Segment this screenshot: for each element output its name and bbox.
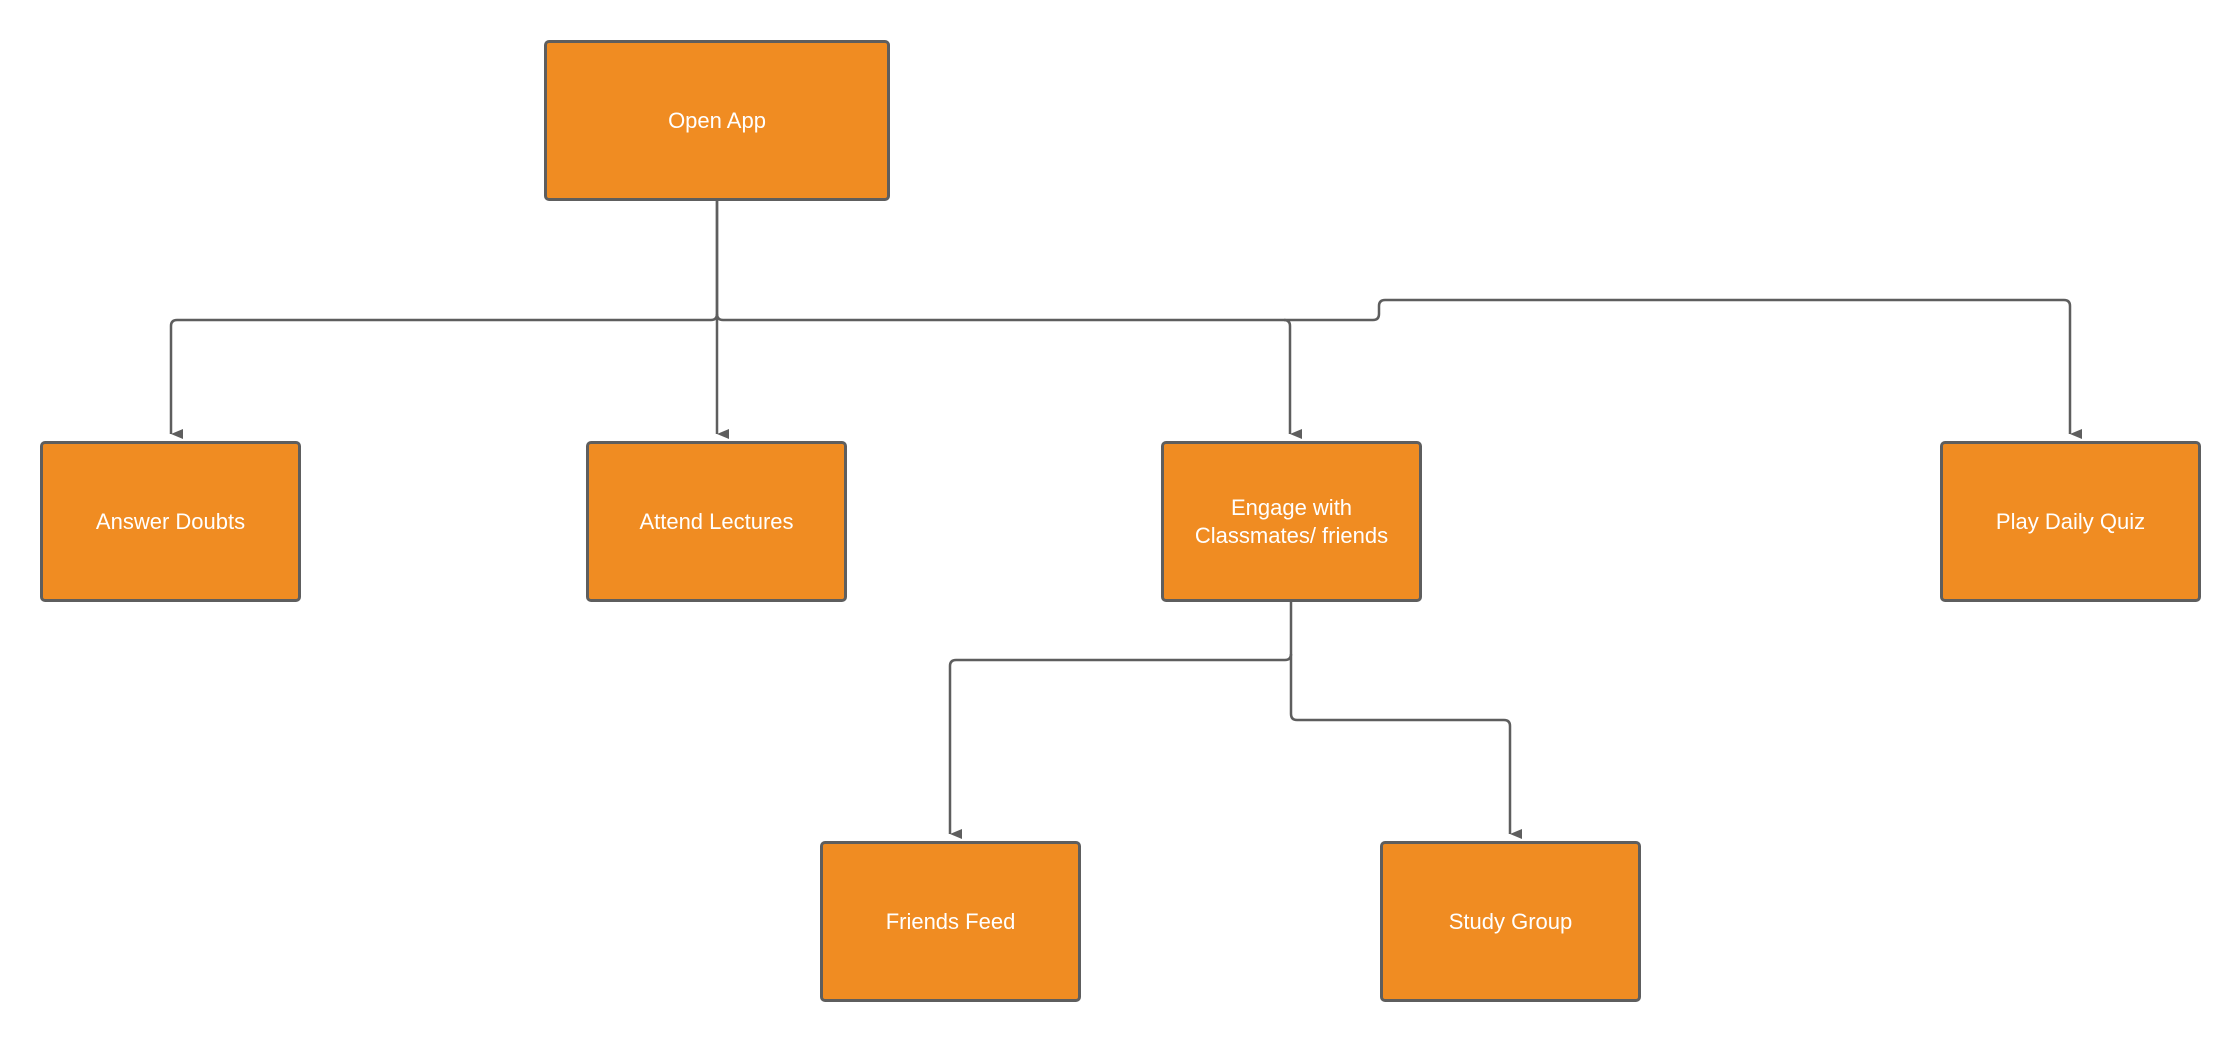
- node-play-daily-quiz[interactable]: Play Daily Quiz: [1940, 441, 2201, 602]
- node-open-app-label: Open App: [668, 107, 766, 133]
- node-engage-with-classmates-label: Engage with Classmates/ friends: [1194, 494, 1389, 548]
- node-open-app[interactable]: Open App: [544, 40, 890, 201]
- node-friends-feed-label: Friends Feed: [885, 908, 1016, 934]
- edge-open-app-to-answer-doubts: [169, 201, 719, 439]
- node-answer-doubts-label: Answer Doubts: [95, 508, 246, 534]
- node-attend-lectures[interactable]: Attend Lectures: [586, 441, 847, 602]
- node-friends-feed[interactable]: Friends Feed: [820, 841, 1081, 1002]
- edge-open-app-to-play-daily-quiz: [1284, 298, 2082, 439]
- edge-open-app-to-engage: [715, 313, 1302, 439]
- edge-engage-to-friends-feed: [948, 602, 1293, 839]
- node-attend-lectures-label: Attend Lectures: [639, 508, 794, 534]
- node-engage-with-classmates[interactable]: Engage with Classmates/ friends: [1161, 441, 1422, 602]
- node-study-group-label: Study Group: [1448, 908, 1573, 934]
- edge-engage-to-study-group: [1289, 654, 1522, 839]
- node-play-daily-quiz-label: Play Daily Quiz: [1995, 508, 2146, 534]
- node-answer-doubts[interactable]: Answer Doubts: [40, 441, 301, 602]
- node-study-group[interactable]: Study Group: [1380, 841, 1641, 1002]
